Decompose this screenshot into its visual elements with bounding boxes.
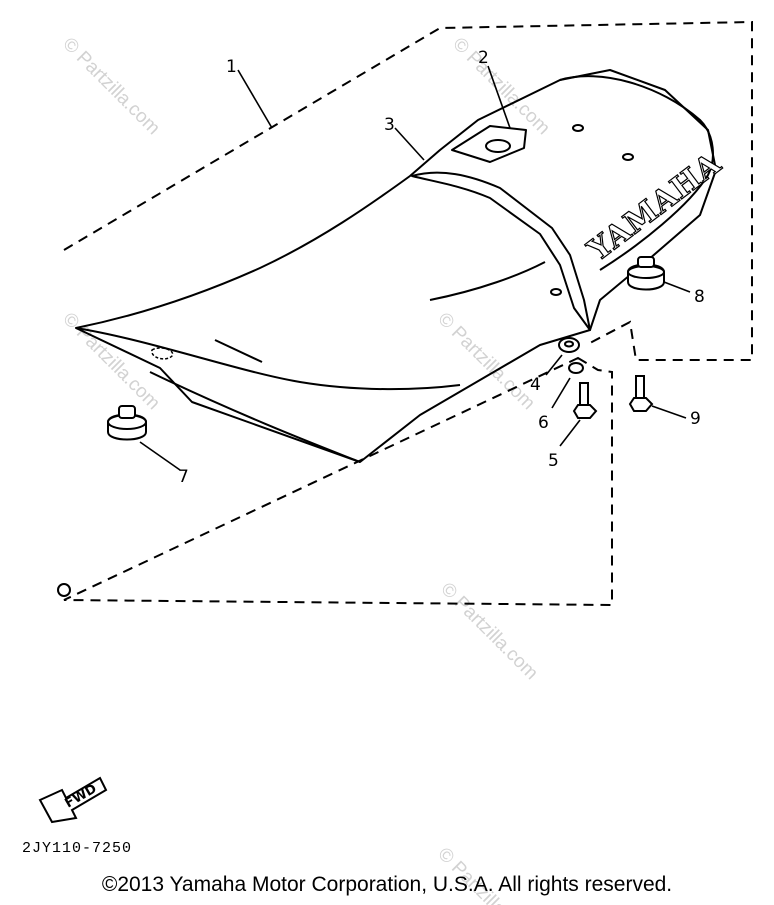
seat-crease — [214, 339, 263, 363]
callout-4: 4 — [530, 375, 541, 395]
seat-crease-2 — [429, 261, 546, 301]
seat-hinge — [451, 125, 527, 163]
grommet-7 — [107, 405, 147, 441]
callout-7: 7 — [178, 467, 189, 487]
watermark-5: © Partzilla.com — [436, 579, 541, 684]
copyright-notice: ©2013 Yamaha Motor Corporation, U.S.A. A… — [101, 873, 673, 896]
watermark-1: © Partzilla.com — [58, 34, 163, 139]
fwd-arrow-icon: FWD — [38, 776, 108, 824]
callout-1: 1 — [226, 57, 237, 77]
callout-numbers: 1 2 3 4 5 6 7 8 9 — [178, 48, 705, 487]
seat-hole-1 — [572, 124, 584, 132]
fasteners — [57, 256, 665, 597]
grommet-8 — [627, 256, 665, 291]
leader-lines — [139, 65, 691, 471]
seat-brand-lettering: YAMAHA — [581, 146, 728, 269]
pivot-washer — [57, 583, 71, 597]
diagram-code: 2JY110-7250 — [22, 840, 133, 857]
assembly-boundary — [63, 20, 753, 607]
rear-pad — [559, 75, 714, 271]
watermark-2: © Partzilla.com — [448, 34, 553, 139]
callout-3: 3 — [384, 115, 395, 135]
callout-2: 2 — [478, 48, 489, 68]
callout-8: 8 — [694, 287, 705, 307]
seat-side-edge — [149, 371, 361, 463]
seat-outline — [75, 69, 717, 463]
watermarks: © Partzilla.com © Partzilla.com © Partzi… — [58, 34, 553, 905]
seat-hole-3 — [550, 288, 562, 296]
lock-washer-6 — [568, 362, 584, 374]
seat — [75, 69, 717, 463]
seat-cushion-ridge — [75, 327, 461, 391]
seat-dimple — [151, 347, 174, 360]
seat-strap — [411, 171, 591, 331]
callout-5: 5 — [548, 451, 559, 471]
callout-6: 6 — [538, 413, 549, 433]
callout-9: 9 — [690, 409, 701, 429]
bolt-9 — [628, 375, 654, 412]
bolt-5 — [572, 382, 598, 419]
fwd-label: FWD — [63, 781, 100, 811]
seat-hole-2 — [622, 153, 634, 161]
seat-hinge-pin — [485, 139, 511, 153]
